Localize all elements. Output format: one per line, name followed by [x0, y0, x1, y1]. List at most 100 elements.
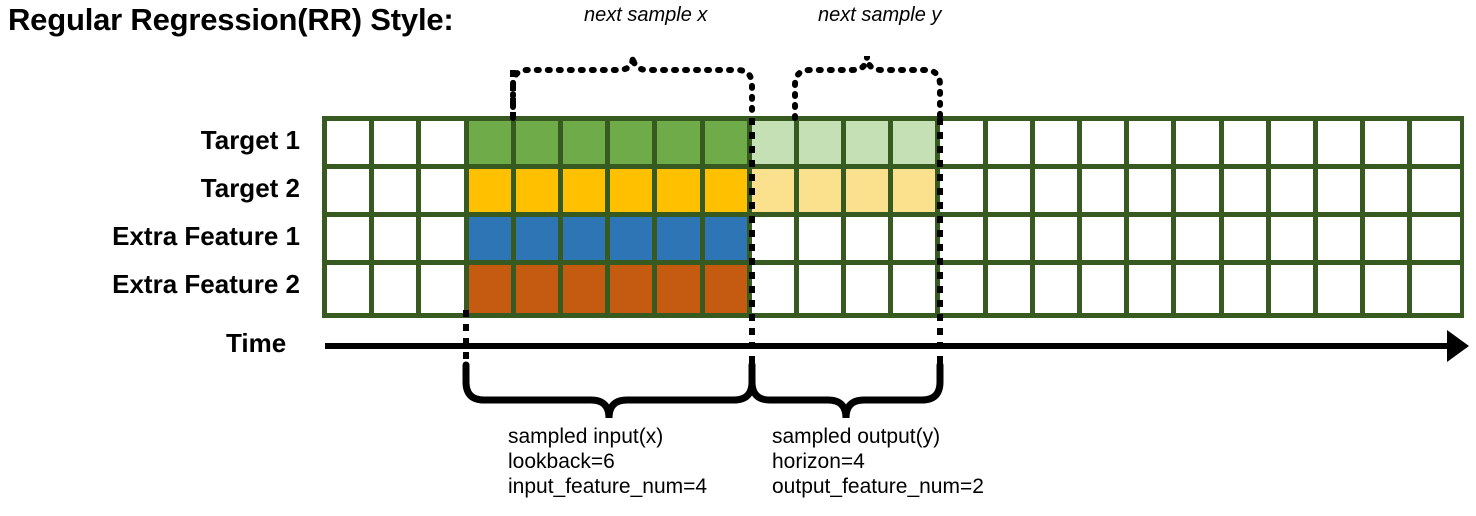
grid-cell-empty: [987, 121, 1035, 169]
grid-cell-empty: [1317, 121, 1366, 169]
grid-cell-empty: [1317, 217, 1366, 265]
grid-cell-empty: [1412, 265, 1460, 313]
time-axis-line: [325, 343, 1455, 349]
page-title: Regular Regression(RR) Style:: [8, 2, 454, 37]
grid-cell-empty: [421, 121, 469, 169]
row-label-column: Target 1 Target 2 Extra Feature 1 Extra …: [0, 116, 312, 308]
grid-cell-empty: [846, 217, 894, 265]
brace-next-sample-x: [510, 55, 755, 121]
grid-cell-empty: [1034, 121, 1082, 169]
grid-cell-input: [704, 121, 752, 169]
grid-cell-input: [468, 169, 516, 217]
grid-cell-empty: [327, 121, 375, 169]
grid-cell-input: [610, 121, 658, 169]
grid-cell-empty: [327, 265, 375, 313]
caption-input-line2: lookback=6: [508, 450, 615, 473]
grid-row: [327, 265, 1460, 313]
brace-sampled-output: [748, 361, 944, 419]
grid-cell-output: [846, 169, 894, 217]
grid-cell-empty: [1223, 169, 1271, 217]
grid-cell-empty: [940, 121, 988, 169]
caption-input-line1: sampled input(x): [508, 425, 664, 448]
grid-cell-empty: [798, 265, 847, 313]
grid-cell-empty: [1082, 265, 1130, 313]
grid-cell-empty: [940, 265, 988, 313]
row-label-target-1: Target 1: [200, 124, 300, 155]
grid-cell-empty: [1176, 265, 1224, 313]
grid-cell-empty: [1365, 217, 1413, 265]
grid-cell-empty: [940, 217, 988, 265]
grid-cell-output: [751, 121, 799, 169]
grid-cell-output: [846, 121, 894, 169]
grid-cell-empty: [1412, 217, 1460, 265]
grid-cell-empty: [1365, 121, 1413, 169]
brace-next-sample-y: [792, 55, 943, 121]
grid-cell-empty: [1270, 121, 1318, 169]
grid-cell-empty: [1223, 121, 1271, 169]
grid-cell-empty: [751, 217, 799, 265]
grid-cell-empty: [327, 169, 375, 217]
grid-cell-input: [562, 121, 611, 169]
grid-cell-empty: [421, 217, 469, 265]
grid-cell-empty: [1365, 169, 1413, 217]
grid-cell-input: [468, 121, 516, 169]
grid-cell-empty: [374, 265, 422, 313]
grid-cell-empty: [421, 169, 469, 217]
grid-cell-empty: [1034, 217, 1082, 265]
grid-row: [327, 169, 1460, 217]
annotation-next-sample-x: next sample x: [584, 4, 708, 26]
grid-cell-empty: [327, 217, 375, 265]
grid-cell-input: [657, 265, 705, 313]
grid-cell-input: [562, 169, 611, 217]
grid-cell-empty: [798, 217, 847, 265]
grid-cell-empty: [987, 265, 1035, 313]
grid-cell-empty: [1412, 169, 1460, 217]
grid-cell-empty: [987, 169, 1035, 217]
grid-cell-empty: [1034, 265, 1082, 313]
grid-cell-empty: [1082, 169, 1130, 217]
grid-cell-empty: [1129, 265, 1177, 313]
grid-cell-empty: [846, 265, 894, 313]
grid-cell-input: [610, 265, 658, 313]
time-axis-label: Time: [226, 328, 287, 358]
grid-cell-empty: [940, 169, 988, 217]
grid-cell-input: [610, 169, 658, 217]
caption-output-line1: sampled output(y): [772, 425, 941, 448]
grid-cell-output: [798, 169, 847, 217]
brace-sampled-input: [462, 361, 756, 419]
grid-cell-input: [562, 265, 611, 313]
grid-cell-input: [515, 169, 563, 217]
grid-cell-input: [657, 217, 705, 265]
row-label-extra-feature-1: Extra Feature 1: [112, 220, 300, 251]
grid-row: [327, 217, 1460, 265]
grid-cell-empty: [1082, 121, 1130, 169]
grid-cell-empty: [1223, 217, 1271, 265]
caption-sampled-output: sampled output(y) horizon=4 output_featu…: [772, 424, 984, 499]
grid-cell-input: [468, 217, 516, 265]
grid-cell-output: [798, 121, 847, 169]
grid-cell-empty: [374, 169, 422, 217]
grid-cell-input: [704, 169, 752, 217]
grid-cell-empty: [1176, 121, 1224, 169]
timeseries-grid: [322, 116, 1464, 318]
grid-cell-input: [515, 121, 563, 169]
grid-cell-output: [751, 169, 799, 217]
grid-row: [327, 121, 1460, 169]
grid-cell-empty: [1223, 265, 1271, 313]
grid-cell-empty: [1129, 217, 1177, 265]
grid-cell-input: [704, 217, 752, 265]
caption-output-line2: horizon=4: [772, 450, 865, 473]
grid-cell-empty: [1365, 265, 1413, 313]
grid-cell-input: [468, 265, 516, 313]
grid-cell-empty: [1034, 169, 1082, 217]
grid-cell-empty: [1317, 169, 1366, 217]
grid-cell-input: [515, 217, 563, 265]
grid-cell-empty: [1317, 265, 1366, 313]
grid-cell-empty: [893, 217, 941, 265]
grid-cell-empty: [421, 265, 469, 313]
caption-input-line3: input_feature_num=4: [508, 475, 708, 498]
annotation-next-sample-y: next sample y: [818, 4, 942, 26]
grid-cell-empty: [1270, 217, 1318, 265]
